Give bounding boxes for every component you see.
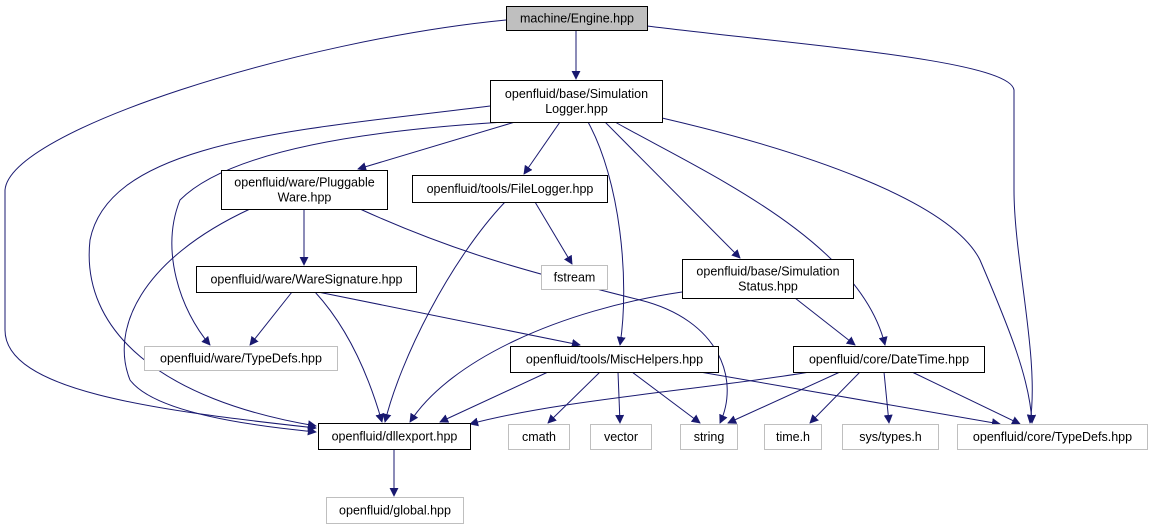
edge-datetime-to-dllexport [469,371,811,427]
node-box [318,423,471,450]
node-label-line: openfluid/base/Simulation [505,87,648,101]
node-coretypedefs: openfluid/core/TypeDefs.hpp [957,424,1148,450]
node-label-line: openfluid/base/Simulation [696,265,839,279]
edge-simlogger-to-pluggable [357,121,516,171]
edge-simlogger-to-coretypedefs [661,117,1037,424]
node-label-line: openfluid/tools/FileLogger.hpp [427,182,594,196]
node-waresig[interactable]: openfluid/ware/WareSignature.hpp [196,266,417,293]
node-label-line: vector [604,430,638,444]
node-mischelpers[interactable]: openfluid/tools/MiscHelpers.hpp [510,346,719,373]
node-label-line: openfluid/ware/WareSignature.hpp [210,273,402,287]
edge-pluggable-to-dllexport [123,208,317,436]
edge-datetime-to-systypes [883,371,893,424]
node-label-line: openfluid/core/DateTime.hpp [809,353,969,367]
node-label-line: Status.hpp [738,280,798,294]
edge-datetime-to-timeh [809,371,861,424]
edge-simlogger-to-filelogger [523,121,561,175]
node-datetime[interactable]: openfluid/core/DateTime.hpp [793,346,985,373]
node-global: openfluid/global.hpp [326,497,464,524]
node-box [144,346,338,371]
edge-engine-to-dllexport [4,19,507,432]
node-box [412,175,608,203]
node-label-line: openfluid/tools/MiscHelpers.hpp [526,353,703,367]
node-box [957,424,1148,450]
node-label-line: string [694,430,725,444]
edge-engine-to-coretypedefs [646,25,1036,424]
node-label-line: openfluid/dllexport.hpp [332,430,458,444]
edge-simstatus-to-datetime [794,297,856,346]
node-box [506,6,648,31]
node-box [682,259,854,299]
edge-waresig-to-dllexport [314,291,385,423]
node-label-line: Logger.hpp [545,102,608,116]
edge-waresig-to-mischelpers [317,291,581,348]
node-waretypedefs: openfluid/ware/TypeDefs.hpp [144,346,338,371]
node-box [196,266,417,293]
node-label-line: openfluid/ware/TypeDefs.hpp [160,352,322,366]
edge-mischelpers-to-coretypedefs [699,371,1001,428]
node-box [680,424,738,450]
node-timeh: time.h [764,424,822,450]
node-box [541,265,608,290]
edge-datetime-to-string [727,371,841,424]
node-vector: vector [590,424,652,450]
node-label-line: openfluid/global.hpp [339,504,451,518]
node-label-line: sys/types.h [859,430,922,444]
node-label-line: openfluid/core/TypeDefs.hpp [973,430,1132,444]
node-string: string [680,424,738,450]
edge-mischelpers-to-string [631,371,701,424]
node-label-line: Ware.hpp [278,191,332,205]
edge-mischelpers-to-cmath [547,371,601,424]
edge-simlogger-to-waretypedefs [171,121,506,346]
node-fstream: fstream [541,265,608,290]
node-engine[interactable]: machine/Engine.hpp [506,6,648,31]
node-label-line: fstream [554,271,596,285]
node-box [490,80,663,123]
node-box [842,424,939,450]
node-label-line: time.h [776,430,810,444]
node-systypes: sys/types.h [842,424,939,450]
node-box [764,424,822,450]
node-cmath: cmath [508,424,570,450]
edge-filelogger-to-fstream [534,201,573,265]
edge-waresig-to-waretypedefs [249,291,293,346]
edge-pluggable-to-string [359,208,728,424]
node-box [793,346,985,373]
node-dllexport[interactable]: openfluid/dllexport.hpp [318,423,471,450]
node-label-line: machine/Engine.hpp [520,12,634,26]
edge-datetime-to-coretypedefs [911,371,1021,425]
edges-layer [4,19,1037,497]
node-box [590,424,652,450]
nodes-layer: machine/Engine.hpp openfluid/base/Simulat… [144,6,1148,524]
edge-simlogger-to-datetime [614,121,888,346]
edge-simlogger-to-simstatus [604,121,741,259]
node-box [508,424,570,450]
node-box [510,346,719,373]
edge-simlogger-to-dllexport [88,105,491,430]
edge-filelogger-to-dllexport [382,201,506,423]
edge-simlogger-to-mischelpers [587,121,626,346]
node-filelogger[interactable]: openfluid/tools/FileLogger.hpp [412,175,608,203]
node-label-line: cmath [522,430,556,444]
edge-simstatus-to-dllexport [409,291,683,423]
edge-mischelpers-to-dllexport [439,371,549,423]
node-label-line: openfluid/ware/Pluggable [234,176,374,190]
node-box [326,497,464,524]
node-box [221,170,388,210]
